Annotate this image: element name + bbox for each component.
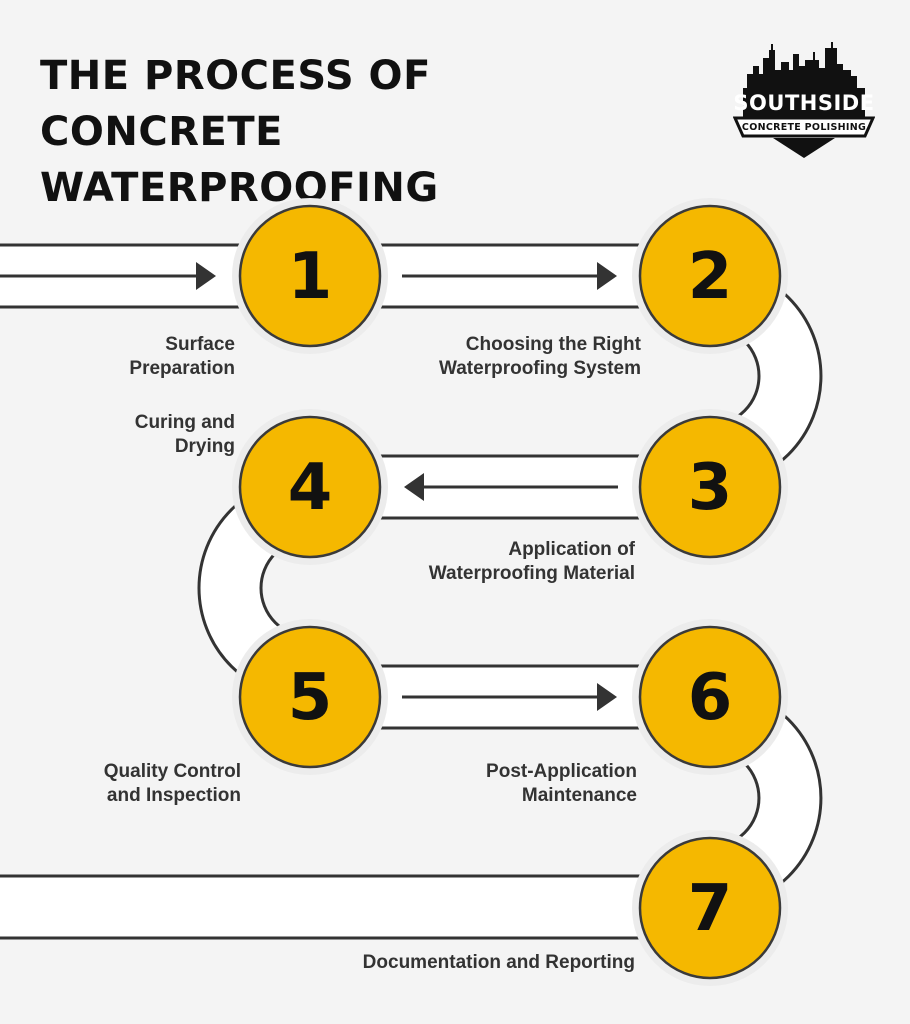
step-7-label: Documentation and Reporting [363, 951, 635, 975]
step-circle [238, 204, 382, 348]
step-5-label: Quality Control and Inspection [104, 760, 241, 808]
step-4-label-line1: Curing and [134, 412, 235, 433]
step-6-circle: 6 [632, 619, 788, 775]
logo-name: SOUTHSIDE [733, 91, 875, 115]
step-1-label-line1: Surface [165, 334, 235, 355]
step-2-circle: 2 [632, 198, 788, 354]
step-3-label-line1: Application of [508, 539, 635, 560]
arrow-left-icon [404, 473, 618, 501]
step-5-label-line1: Quality Control [103, 761, 241, 782]
step-number: 1 [288, 240, 333, 314]
southside-logo: SOUTHSIDE CONCRETE POLISHING [732, 40, 876, 164]
step-number: 7 [688, 872, 733, 946]
step-circle [638, 836, 782, 980]
step-2-label-line1: Choosing the Right [465, 334, 641, 355]
step-7-circle: 7 [632, 830, 788, 986]
step-5-circle: 5 [232, 619, 388, 775]
arrow-right-icon [402, 262, 617, 290]
skyline-icon [732, 42, 876, 158]
arrow-right-icon [402, 683, 617, 711]
step-4-label-line2: Drying [174, 436, 235, 457]
step-5-label-line2: and Inspection [106, 785, 241, 806]
step-1-label-line2: Preparation [129, 358, 235, 379]
step-circle [638, 625, 782, 769]
step-circle [238, 625, 382, 769]
step-2-label-line2: Waterproofing System [439, 358, 641, 379]
step-1-label: Surface Preparation [129, 333, 235, 381]
step-7-label-line1: Documentation and Reporting [362, 952, 635, 973]
logo-tagline: CONCRETE POLISHING [741, 122, 867, 133]
step-circle [638, 415, 782, 559]
step-4-label: Curing and Drying [135, 411, 235, 459]
step-6-label: Post-Application Maintenance [486, 760, 637, 808]
step-2-label: Choosing the Right Waterproofing System [439, 333, 641, 381]
step-3-circle: 3 [632, 409, 788, 565]
step-3-label-line2: Waterproofing Material [428, 563, 635, 584]
step-6-label-line2: Maintenance [521, 785, 637, 806]
step-4-circle: 4 [232, 409, 388, 565]
step-number: 5 [288, 661, 333, 735]
step-circle [238, 415, 382, 559]
step-number: 4 [288, 451, 333, 525]
arrow-right-icon [0, 262, 216, 290]
step-number: 2 [688, 240, 733, 314]
track-row-7-lines [0, 874, 710, 940]
step-circles: 1 2 3 4 5 6 7 [232, 198, 788, 986]
step-6-label-line1: Post-Application [486, 761, 637, 782]
track-row-7 [0, 876, 710, 938]
step-1-circle: 1 [232, 198, 388, 354]
step-3-label: Application of Waterproofing Material [429, 538, 635, 586]
step-circle [638, 204, 782, 348]
arrows [0, 262, 618, 711]
page-title: THE PROCESS OF CONCRETE WATERPROOFING [40, 53, 439, 211]
step-number: 6 [688, 661, 733, 735]
step-number: 3 [688, 451, 733, 525]
